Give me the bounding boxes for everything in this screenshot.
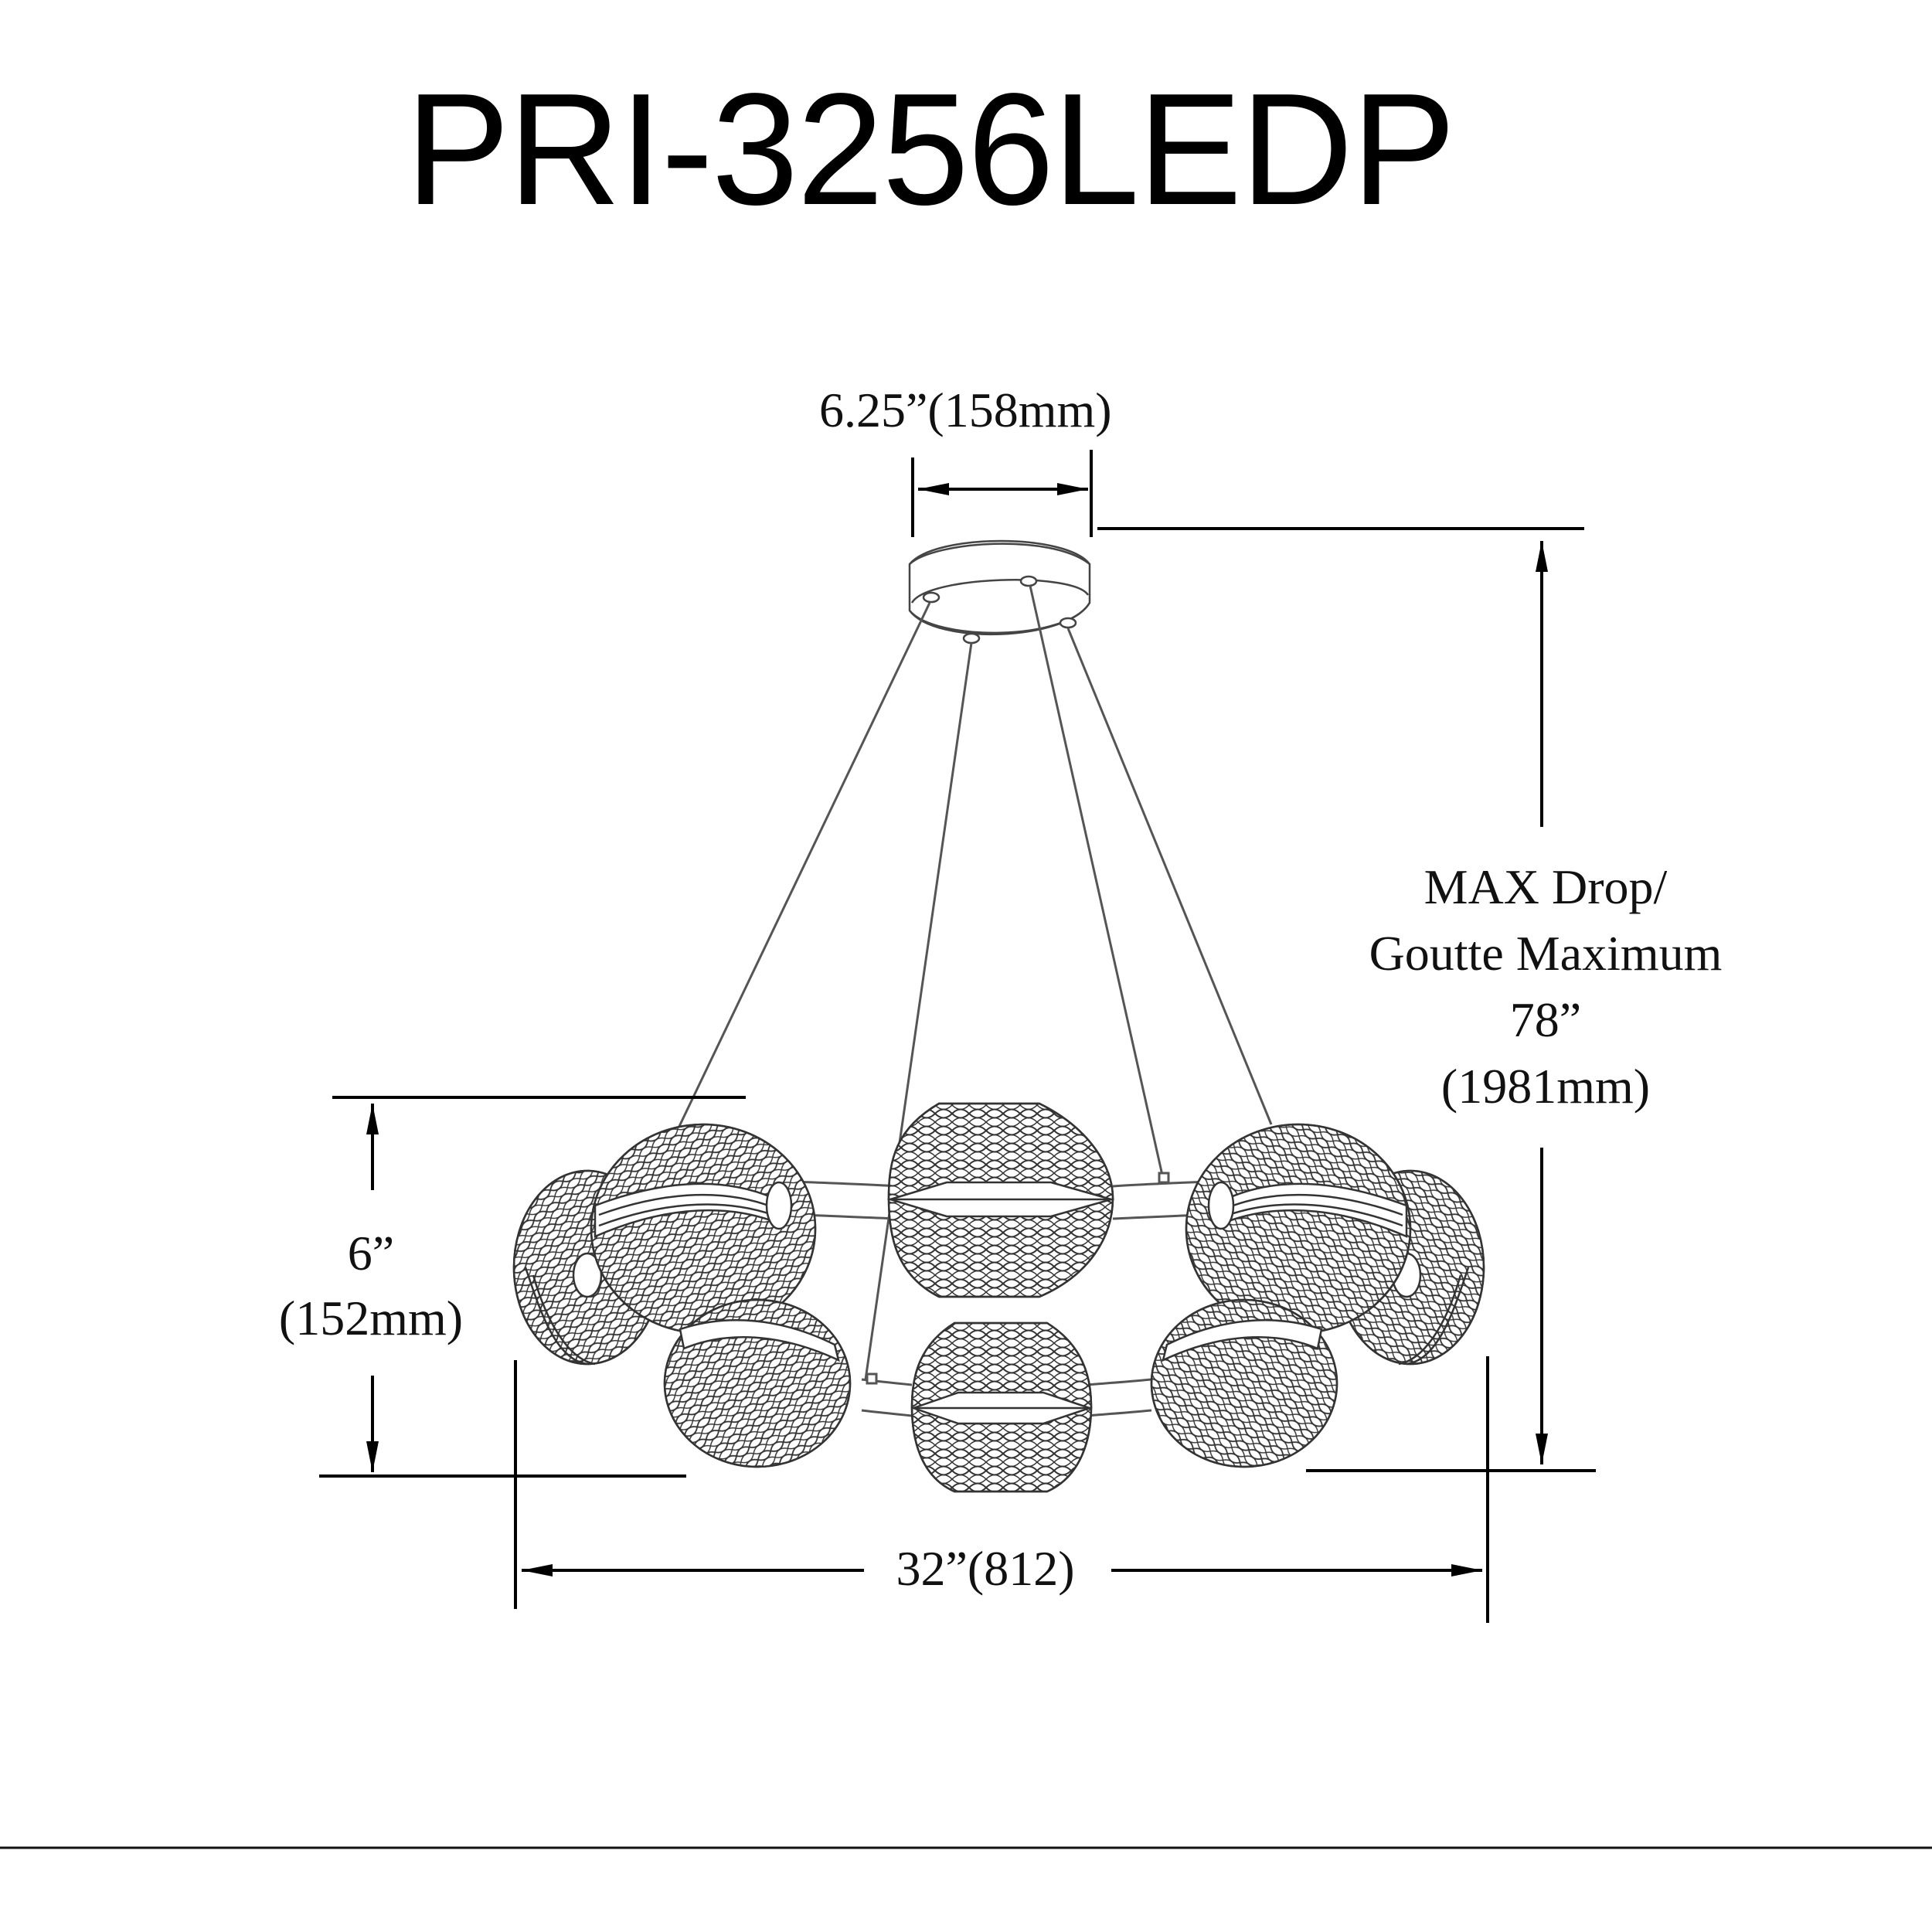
- max-drop-line-3: 78”: [1509, 992, 1582, 1047]
- fixture-height-line-1: 6”: [347, 1226, 395, 1281]
- overall-width-dimension: [514, 1356, 1489, 1623]
- model-number-title: PRI-3256LEDP: [406, 60, 1456, 238]
- overall-width-label: 32”(812): [896, 1541, 1075, 1596]
- globe-center-bottom: [910, 1321, 1093, 1493]
- max-drop-line-2: Goutte Maximum: [1369, 926, 1723, 981]
- max-drop-line-4: (1981mm): [1440, 1059, 1651, 1114]
- globe-right-top: [1185, 1123, 1412, 1335]
- globe-center-top: [886, 1102, 1115, 1298]
- globe-left-bottom: [663, 1298, 852, 1468]
- max-drop-line-1: MAX Drop/: [1423, 859, 1668, 914]
- fixture-height-label: 6” (152mm): [240, 1221, 502, 1351]
- ceiling-canopy: [908, 539, 1091, 645]
- fixture-height-dimension: [319, 1096, 746, 1478]
- max-drop-label: MAX Drop/ Goutte Maximum 78” (1981mm): [1329, 854, 1762, 1120]
- canopy-width-dimension: [911, 450, 1093, 537]
- globe-right-bottom: [1150, 1298, 1338, 1468]
- globe-left-top: [590, 1123, 817, 1335]
- fixture-height-line-2: (152mm): [278, 1291, 464, 1345]
- canopy-width-label: 6.25”(158mm): [819, 383, 1112, 437]
- globe-lights: [512, 1102, 1485, 1493]
- max-drop-dimension: [1097, 527, 1596, 1472]
- suspension-cables: [673, 585, 1273, 1380]
